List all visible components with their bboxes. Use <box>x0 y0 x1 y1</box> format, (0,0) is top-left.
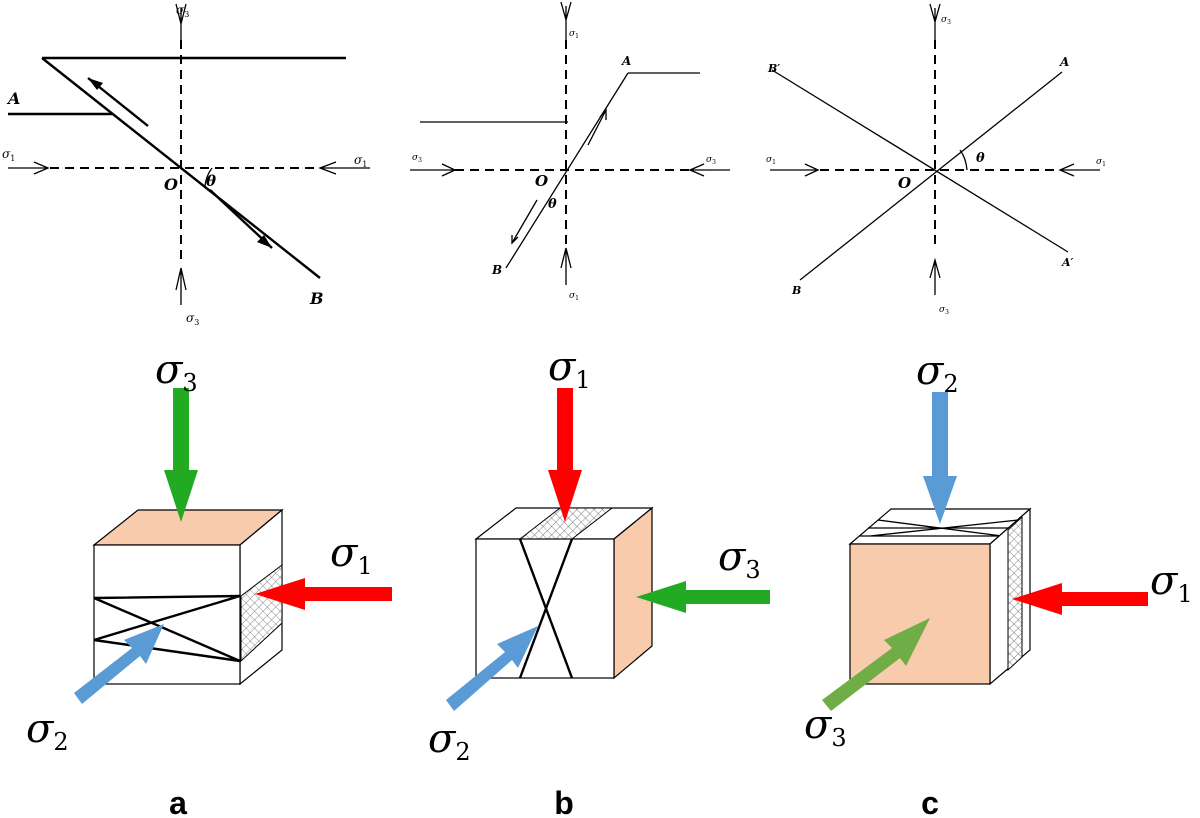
angle-arc <box>204 167 213 187</box>
stress-arrow-right <box>688 163 730 177</box>
stress-label-left: σ3 <box>412 153 422 164</box>
stress-label-bottom: σ3 <box>939 305 949 316</box>
stress-arrow-top-blue <box>923 392 957 524</box>
point-label-a: A <box>621 54 631 68</box>
stress-label-top: σ3 <box>941 15 951 26</box>
stress-label-bottom: σ3 <box>186 311 199 327</box>
angle-label: θ <box>206 172 216 190</box>
origin-label: O <box>535 172 548 190</box>
cube-front-face <box>849 543 991 685</box>
stress-label-right: σ3 <box>706 155 716 166</box>
panel-c-cube: σ2 σ1 σ3 <box>804 348 1193 752</box>
point-label-b-prime: B′ <box>767 62 780 75</box>
origin-label: O <box>898 174 911 192</box>
stress-arrow-left <box>770 163 820 177</box>
fault-plane-line <box>41 57 321 279</box>
fault-line-ab <box>799 71 1063 281</box>
stress-arrow-top-red <box>548 388 582 522</box>
stress-label-cube-top: σ3 <box>155 347 198 397</box>
stress-label-cube-front: σ2 <box>26 706 69 756</box>
origin-label: O <box>164 175 178 194</box>
stress-arrow-bottom <box>929 257 941 295</box>
panel-label-a: a <box>169 785 187 818</box>
stress-label-bottom: σ1 <box>569 291 579 302</box>
stress-label-cube-right: σ1 <box>330 530 373 580</box>
angle-arc <box>959 149 968 171</box>
stress-arrow-top <box>560 1 572 40</box>
stress-label-left: σ1 <box>2 147 15 163</box>
fracture-lines <box>93 594 241 663</box>
panel-c-schematic: A A′ B B′ O θ σ3 σ3 σ1 σ1 <box>766 3 1106 316</box>
stress-arrow-right-green <box>636 581 770 613</box>
stress-arrow-right <box>1058 163 1100 177</box>
panel-b-cube: σ1 σ3 σ2 <box>428 344 770 766</box>
stress-arrow-top-green <box>164 388 198 522</box>
stress-label-cube-right: σ1 <box>1150 558 1193 608</box>
fracture-lines <box>518 538 574 679</box>
stress-arrow-top <box>929 3 941 40</box>
angle-label: θ <box>548 197 557 212</box>
panel-a-cube: σ3 σ1 σ2 <box>26 347 392 756</box>
stress-label-top: σ1 <box>569 29 579 40</box>
fault-line-ab-prime <box>771 69 1069 253</box>
stress-label-cube-top: σ1 <box>548 344 591 394</box>
stress-arrow-bottom <box>560 247 572 285</box>
stress-arrow-front-blue <box>446 626 538 711</box>
stress-arrow-right-red <box>1012 583 1148 615</box>
stress-label-cube-front: σ3 <box>804 702 847 752</box>
stress-label-left: σ1 <box>766 155 776 166</box>
slip-arrow-up <box>587 108 607 146</box>
stress-label-right: σ1 <box>354 153 367 169</box>
stress-label-cube-front: σ2 <box>428 716 471 766</box>
angle-label: θ <box>976 151 985 166</box>
stress-label-cube-top: σ2 <box>916 348 959 398</box>
fracture-band-right <box>1007 515 1023 672</box>
fault-plane-line <box>505 72 629 269</box>
stress-label-right: σ1 <box>1096 157 1106 168</box>
slip-arrowhead-up <box>88 78 103 90</box>
stress-arrow-front-blue <box>74 624 164 704</box>
stress-arrow-right-red <box>255 578 392 610</box>
stress-arrow-right <box>318 161 370 175</box>
panel-label-c: c <box>921 785 939 818</box>
point-label-b: B <box>309 289 324 308</box>
panel-a-schematic: A B O θ σ3 σ3 σ1 σ1 <box>2 3 370 327</box>
point-label-a: A <box>6 89 20 108</box>
point-label-b: B <box>491 263 502 277</box>
stress-arrow-top <box>175 3 187 40</box>
point-label-a-prime: A′ <box>1061 256 1074 269</box>
point-label-a: A <box>1059 55 1069 69</box>
slip-arrowhead-down <box>257 235 272 248</box>
panel-b-schematic: A B O θ σ1 σ1 σ3 σ3 <box>410 1 730 302</box>
stress-arrow-left <box>410 163 457 177</box>
fracture-lines-top <box>860 519 1019 537</box>
stress-label-cube-right: σ3 <box>718 534 761 584</box>
slip-arrow-down <box>511 199 538 245</box>
stress-arrow-left <box>8 161 50 175</box>
stress-arrow-front-green <box>822 618 930 711</box>
stress-label-top: σ3 <box>176 3 189 19</box>
stress-arrow-bottom <box>175 267 187 305</box>
panel-label-b: b <box>554 785 574 818</box>
point-label-b: B <box>791 284 801 297</box>
